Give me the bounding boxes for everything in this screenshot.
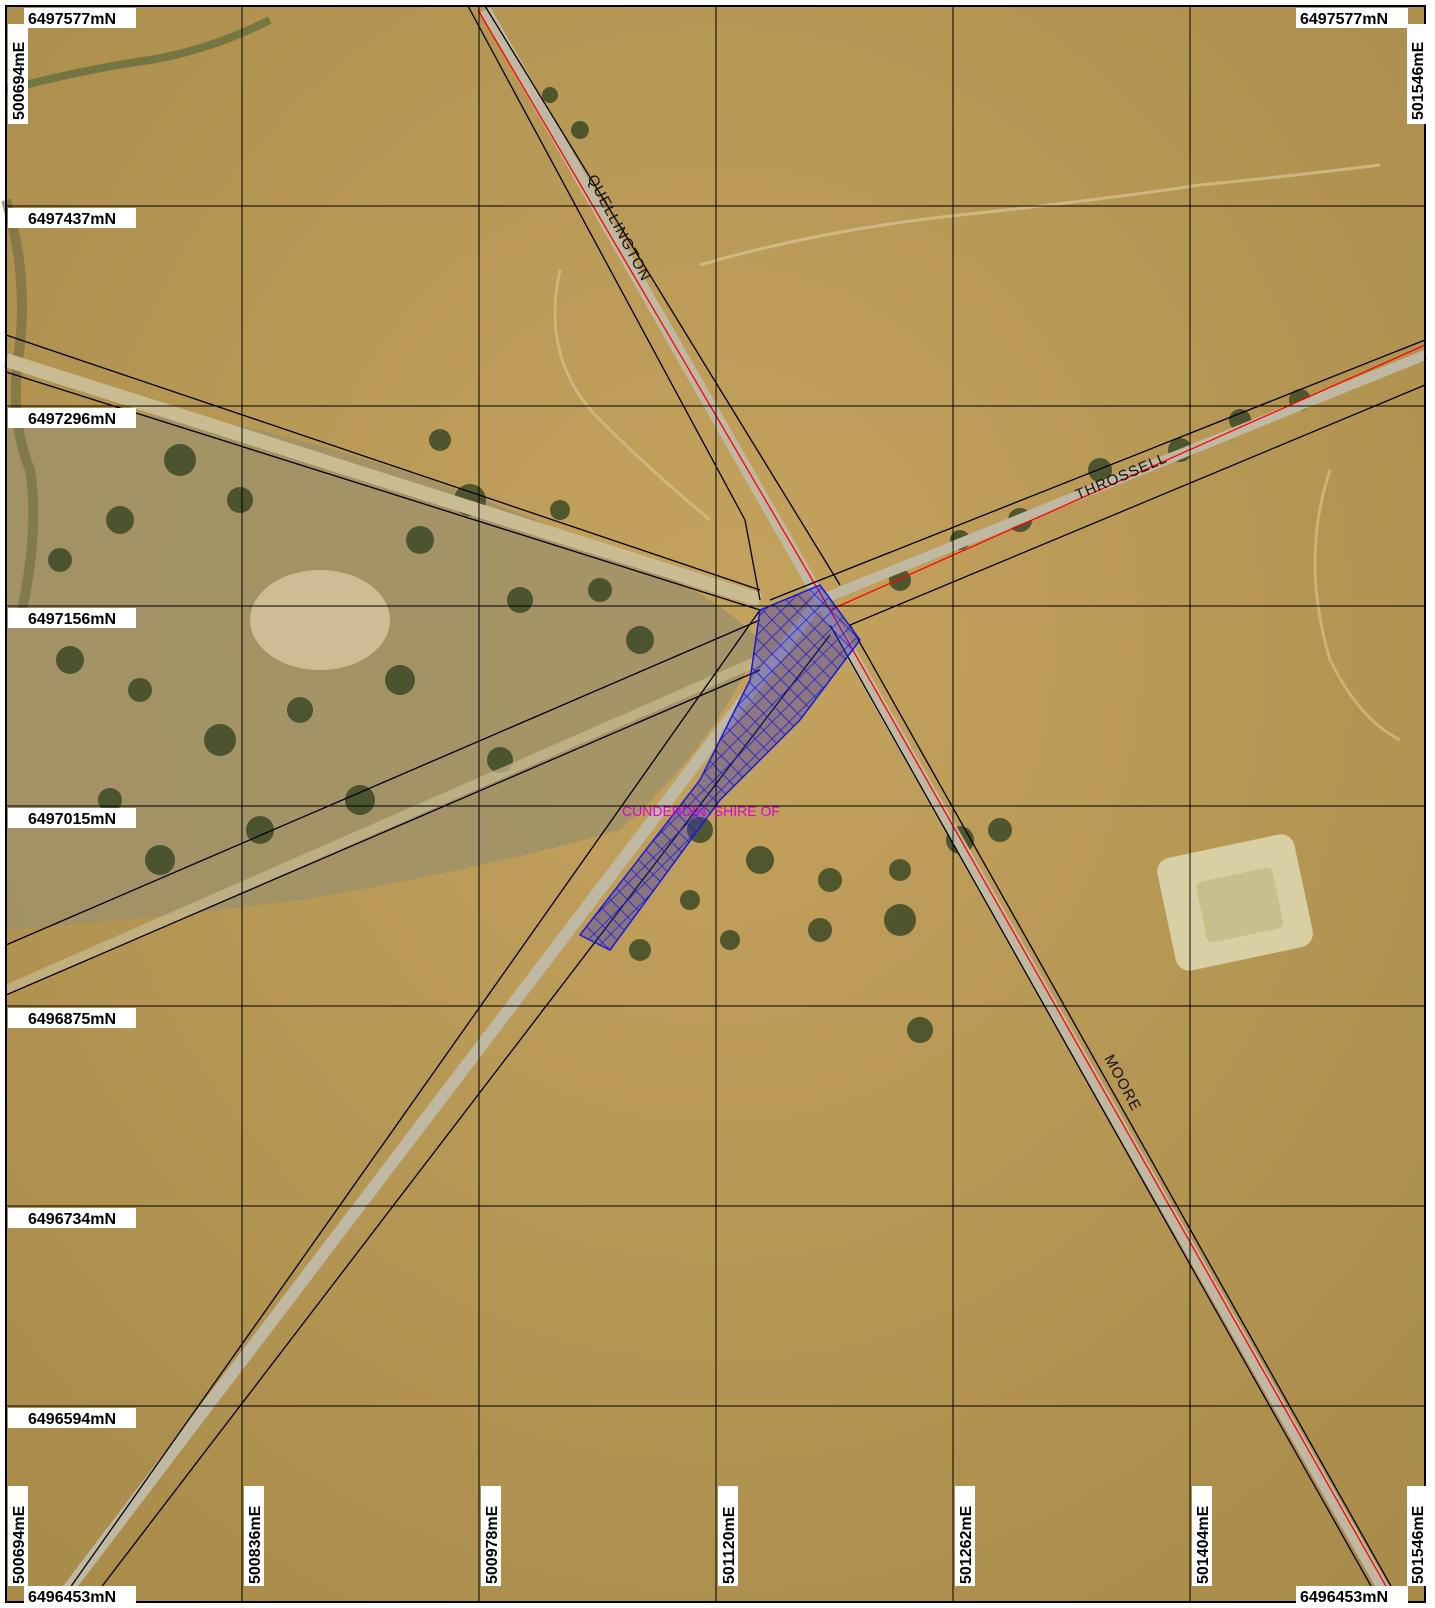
easting-label: 501546mE xyxy=(1410,1505,1427,1584)
hatched-parcel[interactable] xyxy=(578,584,861,951)
roads xyxy=(3,7,1427,1604)
easting-label: 500978mE xyxy=(484,1505,501,1584)
northing-label: 6497577mN xyxy=(1300,11,1388,28)
northing-label: 6497296mN xyxy=(28,411,116,428)
easting-label: 500694mE xyxy=(11,41,28,120)
northing-label: 6496453mN xyxy=(1300,1589,1388,1606)
easting-label: 501120mE xyxy=(721,1506,738,1584)
area-label: CUNDERDIN, SHIRE OF xyxy=(622,803,780,819)
easting-labels: 500694mE 501546mE 500694mE 500836mE 5009… xyxy=(8,24,1427,1586)
northing-label: 6497015mN xyxy=(28,811,116,828)
northing-label: 6496734mN xyxy=(28,1211,116,1228)
northing-label: 6497577mN xyxy=(28,11,116,28)
grid-lines xyxy=(6,6,1425,1602)
easting-label: 501262mE xyxy=(958,1505,975,1584)
northing-label: 6496875mN xyxy=(28,1011,116,1028)
map-frame xyxy=(5,5,1426,1603)
northing-label: 6496594mN xyxy=(28,1411,116,1428)
easting-label: 501404mE xyxy=(1195,1505,1212,1584)
easting-label: 500694mE xyxy=(11,1505,28,1584)
northing-label: 6497156mN xyxy=(28,611,116,628)
easting-label: 500836mE xyxy=(247,1505,264,1584)
northing-labels: 6497577mN 6497437mN 6497296mN 6497156mN … xyxy=(8,8,1408,1606)
northing-label: 6497437mN xyxy=(28,211,116,228)
easting-label: 501546mE xyxy=(1410,41,1427,120)
northing-label: 6496453mN xyxy=(28,1589,116,1606)
